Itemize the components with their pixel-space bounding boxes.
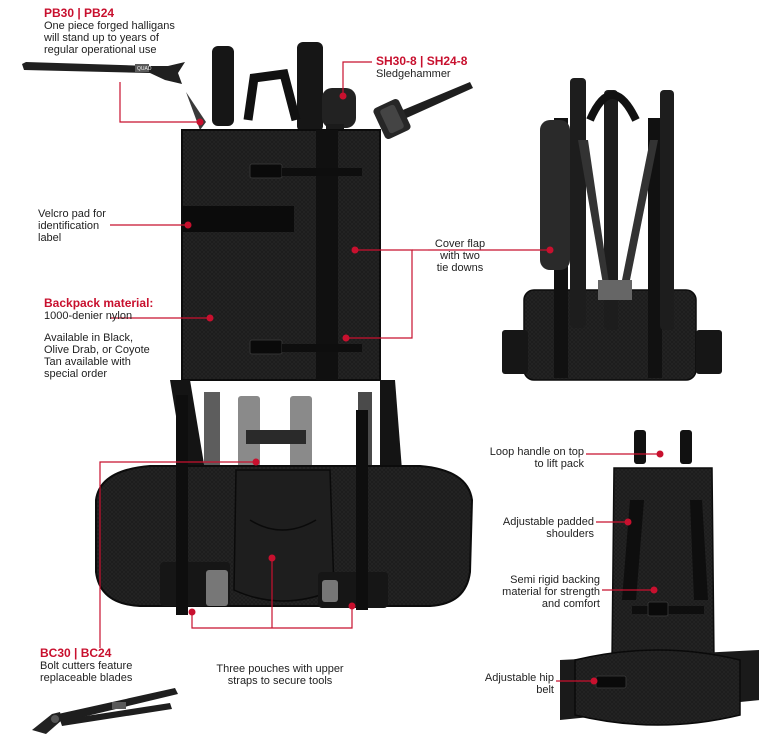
hip-desc-2: belt	[536, 684, 554, 696]
material-note-4: special order	[44, 368, 107, 380]
cover-desc-1: Cover flap	[434, 238, 486, 250]
halligan-callout: PB30 | PB24 One piece forged halligans w…	[44, 6, 175, 56]
halligan-title: PB30 | PB24	[44, 6, 115, 20]
main-backpack-image	[95, 42, 474, 615]
material-desc: 1000-denier nylon	[44, 310, 133, 322]
halligan-desc-3: regular operational use	[44, 44, 157, 56]
loop-desc-1: Loop handle on top	[489, 446, 584, 458]
hip-desc-1: Adjustable hip	[484, 672, 554, 684]
bolt-desc-2: replaceable blades	[40, 672, 133, 684]
halligan-desc-1: One piece forged halligans	[44, 20, 175, 32]
halligan-bar-image: QUAD	[22, 62, 185, 84]
hip-belt-callout: Adjustable hip belt	[476, 672, 554, 696]
pouches-desc-1: Three pouches with upper	[216, 663, 344, 675]
bolt-desc-1: Bolt cutters feature	[40, 660, 133, 672]
sledge-title: SH30-8 | SH24-8	[376, 54, 468, 68]
halligan-desc-2: will stand up to years of	[44, 32, 159, 44]
rear-backpack-image	[560, 430, 759, 726]
velcro-desc-1: Velcro pad for	[38, 208, 106, 220]
velcro-desc-2: identification	[38, 220, 100, 232]
material-note-3: Tan available with	[44, 356, 131, 368]
shoulders-desc-1: Adjustable padded	[502, 516, 594, 528]
loop-callout: Loop handle on top to lift pack	[472, 446, 584, 470]
loop-desc-2: to lift pack	[534, 458, 584, 470]
material-callout: Backpack material: 1000-denier nylon Ava…	[44, 296, 153, 380]
material-note-2: Olive Drab, or Coyote	[44, 344, 150, 356]
velcro-callout: Velcro pad for identification label	[38, 208, 106, 244]
material-title: Backpack material:	[44, 296, 154, 310]
velcro-desc-3: label	[38, 232, 62, 244]
shoulders-desc-2: shoulders	[546, 528, 594, 540]
pouches-desc-2: straps to secure tools	[227, 675, 333, 687]
pouches-callout: Three pouches with upper straps to secur…	[205, 663, 355, 687]
bolt-cutter-image	[32, 688, 178, 734]
leader-lines	[99, 61, 664, 685]
backing-desc-1: Semi rigid backing	[510, 574, 600, 586]
material-note-1: Available in Black,	[44, 332, 134, 344]
bolt-cutter-callout: BC30 | BC24 Bolt cutters feature replace…	[40, 646, 132, 684]
side-backpack-image	[502, 78, 722, 381]
bolt-title: BC30 | BC24	[40, 646, 112, 660]
cover-desc-3: tie downs	[436, 262, 484, 274]
sledge-desc: Sledgehammer	[376, 68, 451, 80]
svg-text:QUAD: QUAD	[137, 66, 152, 72]
shoulders-callout: Adjustable padded shoulders	[486, 516, 594, 540]
cover-desc-2: with two	[440, 250, 480, 262]
backing-callout: Semi rigid backing material for strength…	[482, 574, 600, 610]
backing-desc-2: material for strength	[502, 586, 600, 598]
sledgehammer-image	[373, 82, 473, 140]
backing-desc-3: and comfort	[541, 598, 600, 610]
cover-flap-callout: Cover flap with two tie downs	[430, 238, 490, 274]
sledge-callout: SH30-8 | SH24-8 Sledgehammer	[376, 54, 467, 80]
